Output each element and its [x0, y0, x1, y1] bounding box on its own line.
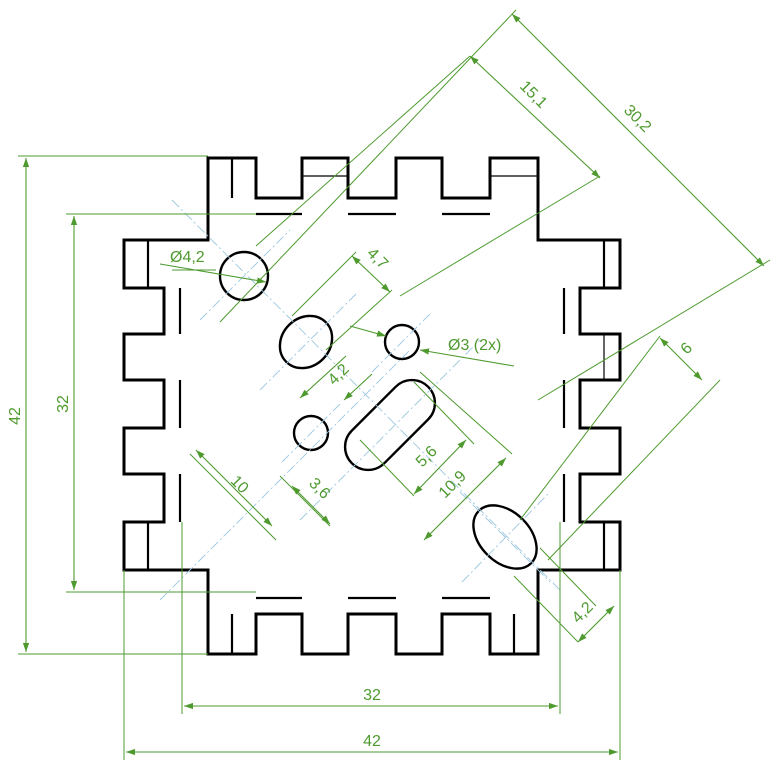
dim-offset-upper: 4,7	[363, 245, 391, 273]
dim-slot-length: 5,6	[413, 443, 441, 471]
dim-offset-36: 3,6	[305, 475, 333, 503]
dim-inner-width: 32	[363, 687, 381, 704]
dimension-lines	[18, 9, 771, 760]
dim-overall-height: 42	[7, 407, 24, 425]
hole-upper-oval	[278, 314, 334, 370]
dim-diagonal-long: 30,2	[620, 102, 654, 136]
dim-spacing-42: 4,2	[325, 361, 353, 389]
dim-overall-width: 42	[363, 733, 381, 750]
dimension-labels: 42 32 32 42 30,2 15,1 Ø4,2 Ø3 (2x) 4,7 4…	[7, 78, 696, 750]
centerlines	[159, 199, 561, 601]
hole-small-2	[292, 414, 330, 452]
hole-large	[218, 250, 270, 302]
dim-hole-large: Ø4,2	[170, 249, 205, 266]
dim-diagonal-half: 15,1	[516, 78, 550, 112]
dim-hole-small: Ø3 (2x)	[448, 337, 501, 354]
hole-small-1	[383, 323, 421, 361]
dim-slot-width-6: 6	[678, 340, 696, 358]
heatsink-outline	[122, 156, 622, 656]
slot-center	[343, 378, 437, 472]
dim-inner-height: 32	[55, 395, 72, 413]
dim-offset-10: 10	[227, 473, 252, 498]
